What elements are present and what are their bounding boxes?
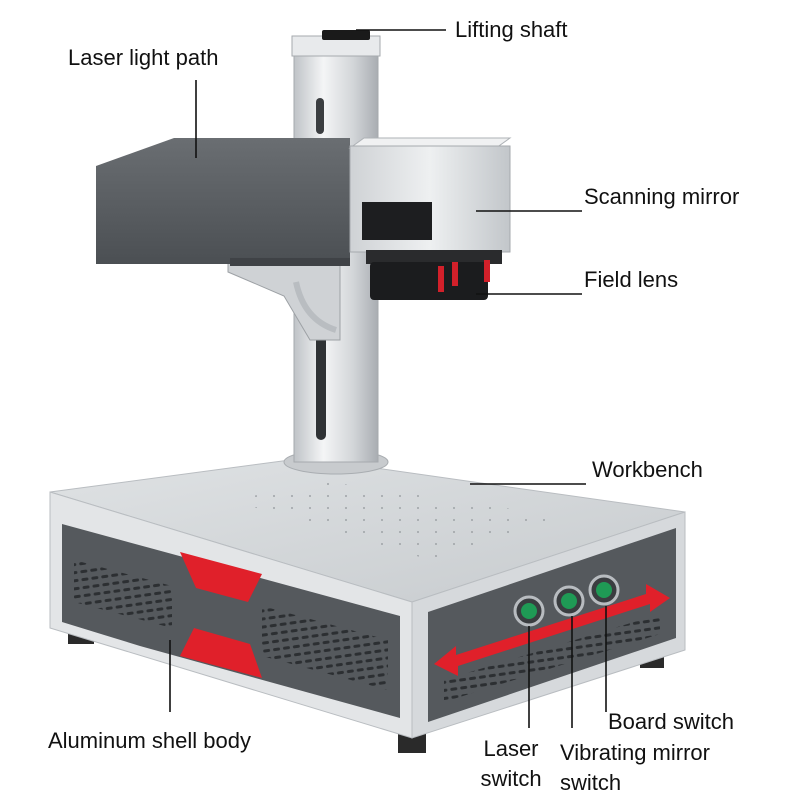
label-laser-switch-line2: switch [480,766,542,791]
foot-front [398,733,426,753]
laser-path-arm [96,138,350,264]
label-vibrating-mirror-switch-line2: switch [560,770,622,795]
red-arrow-decor [434,584,670,676]
green-button-laser [513,595,545,627]
field-lens [370,262,488,300]
column-slot-upper [316,98,324,134]
label-lifting-shaft: Lifting shaft [455,17,568,42]
label-scanning-mirror: Scanning mirror [584,184,740,209]
red-screw-1 [438,266,444,292]
label-vibrating-mirror-switch: Vibrating mirror switch [560,738,740,798]
vent-grille-right [262,606,388,690]
arm-underside [230,258,350,266]
label-laser-switch-line1: Laser [483,736,539,761]
bracket-cable [293,281,337,333]
green-button-vibrating-mirror [553,585,585,617]
label-field-lens: Field lens [584,267,679,292]
red-screw-3 [484,260,490,282]
field-lens-collar [366,250,502,264]
label-vibrating-mirror-switch-line1: Vibrating mirror [560,740,710,765]
label-laser-light-path: Laser light path [68,45,219,70]
vent-grille-left [74,560,172,628]
red-chevron-upper [180,552,262,602]
green-button-board [588,574,620,606]
lifting-shaft-knob [322,30,370,40]
scanning-head-label-plate [362,202,432,240]
red-screw-2 [452,262,458,286]
label-board-switch: Board switch [608,709,734,734]
column-slot-lower [316,322,326,440]
workbench-holes [230,482,560,560]
red-chevron-lower [180,628,262,678]
label-aluminum-shell-body: Aluminum shell body [48,728,251,753]
label-workbench: Workbench [592,457,703,482]
label-laser-switch: Laser switch [469,734,553,794]
